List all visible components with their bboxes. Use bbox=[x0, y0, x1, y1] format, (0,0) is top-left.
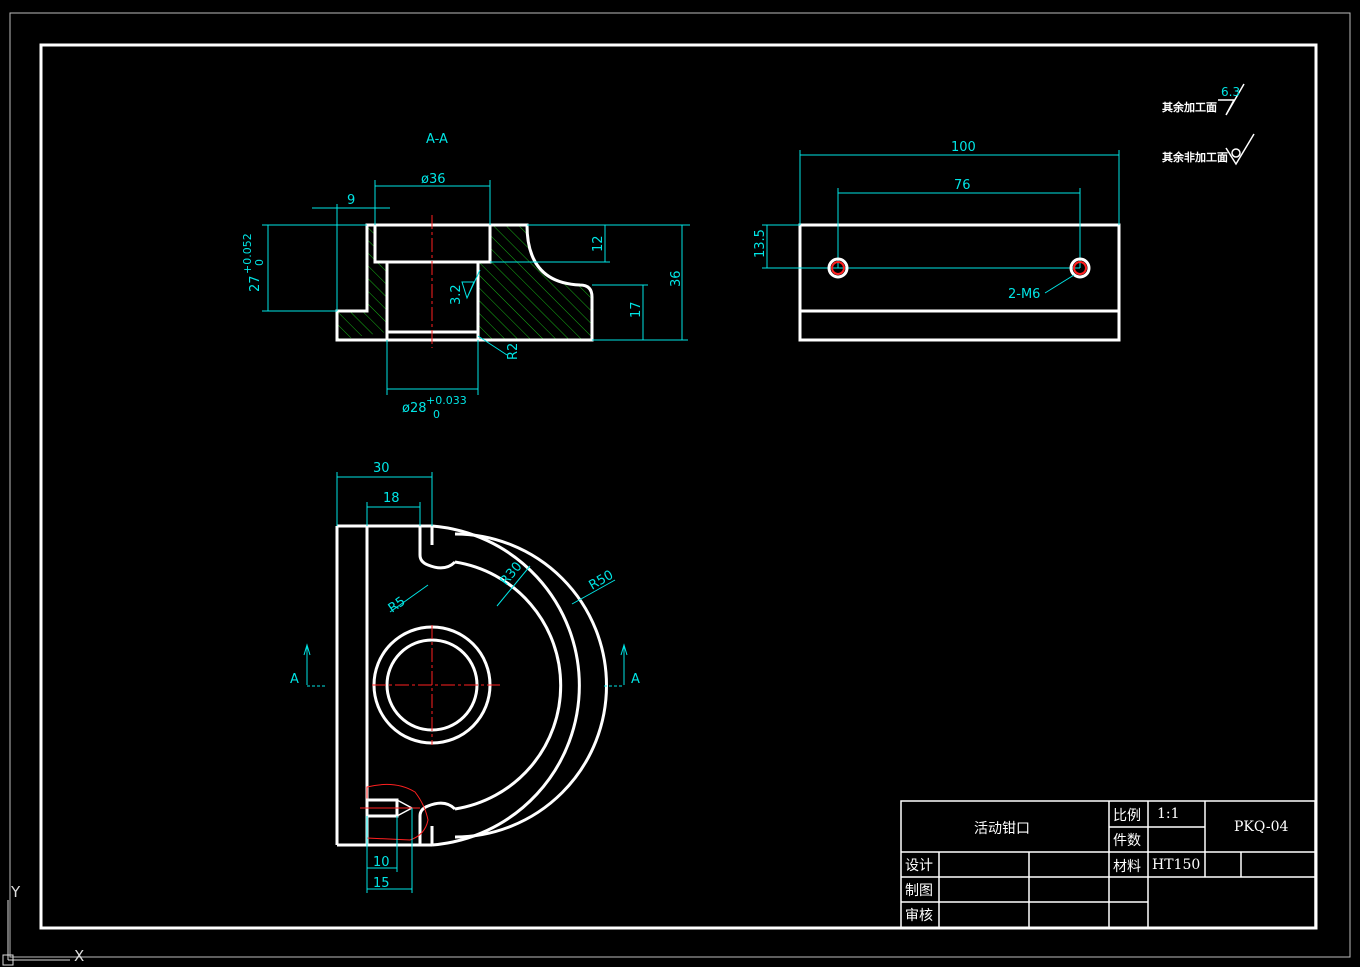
dim-27-tol: 27 +0.052 0 bbox=[241, 233, 266, 292]
svg-text:ø28: ø28 bbox=[402, 401, 427, 416]
svg-text:0: 0 bbox=[253, 259, 266, 266]
hole-left bbox=[827, 257, 849, 279]
sheet-border bbox=[9, 12, 1351, 958]
dim-15: 15 bbox=[373, 876, 390, 891]
dim-17: 17 bbox=[629, 301, 644, 318]
dim-10: 10 bbox=[373, 855, 390, 870]
title-block: 活动钳口 比例 1:1 件数 材料 HT150 PKQ-04 设计 制图 审核 bbox=[900, 800, 1316, 929]
part-name: 活动钳口 bbox=[974, 821, 1030, 837]
svg-text:+0.033: +0.033 bbox=[426, 394, 467, 407]
dim-30: 30 bbox=[373, 461, 390, 476]
surface-notes: 其余加工面 6.3 其余非加工面 bbox=[1162, 83, 1255, 166]
scale-label: 比例 bbox=[1113, 808, 1141, 824]
material-value: HT150 bbox=[1152, 857, 1200, 873]
ucs-y: Y bbox=[10, 883, 21, 901]
hole-callout: 2-M6 bbox=[1008, 287, 1040, 302]
drawing-number: PKQ-04 bbox=[1234, 819, 1289, 835]
drawing-frame bbox=[39, 43, 1318, 930]
cut-a-right: A bbox=[631, 672, 640, 687]
material-label: 材料 bbox=[1113, 859, 1141, 875]
qty-label: 件数 bbox=[1113, 833, 1141, 849]
top-view: 100 76 13.5 2-M6 bbox=[753, 140, 1121, 342]
dim-r2: R2 bbox=[506, 343, 521, 360]
svg-text:+0.052: +0.052 bbox=[241, 233, 254, 274]
note-rest-unmachined: 其余非加工面 bbox=[1162, 150, 1228, 164]
draw-label: 制图 bbox=[905, 883, 933, 899]
dim-18: 18 bbox=[383, 491, 400, 506]
ucs-x: X bbox=[74, 947, 84, 965]
note-roughness-value: 6.3 bbox=[1221, 85, 1240, 99]
dim-36: 36 bbox=[669, 270, 684, 287]
surface-3-2: 3.2 bbox=[449, 284, 464, 305]
dim-9: 9 bbox=[347, 193, 355, 208]
dim-76: 76 bbox=[954, 178, 971, 193]
arc-r30 bbox=[454, 560, 563, 811]
section-view-a-a: A-A ø36 9 27 +0.052 0 12 36 17 3. bbox=[241, 132, 690, 421]
dim-13-5: 13.5 bbox=[753, 229, 768, 258]
ucs-icon: Y X bbox=[2, 883, 84, 966]
plan-view: 30 18 R5 R30 R50 A A 10 15 bbox=[290, 461, 640, 893]
scale-value: 1:1 bbox=[1157, 806, 1180, 822]
design-label: 设计 bbox=[905, 858, 933, 874]
top-view-body bbox=[798, 223, 1121, 342]
dim-dia28-tol: ø28 +0.033 0 bbox=[402, 394, 467, 421]
note-rest-machined: 其余加工面 bbox=[1162, 100, 1217, 114]
dim-12: 12 bbox=[591, 235, 606, 252]
review-label: 审核 bbox=[905, 908, 933, 924]
hatch-right bbox=[478, 225, 592, 340]
dim-dia36: ø36 bbox=[421, 172, 446, 187]
svg-text:0: 0 bbox=[433, 408, 440, 421]
hatch-left bbox=[337, 225, 387, 340]
outer-arc-r50 bbox=[431, 524, 581, 847]
dim-100: 100 bbox=[951, 140, 976, 155]
svg-text:27: 27 bbox=[248, 275, 263, 292]
dim-r5: R5 bbox=[386, 594, 409, 616]
cut-a-left: A bbox=[290, 672, 299, 687]
local-section bbox=[366, 783, 429, 841]
hole-right bbox=[1069, 257, 1091, 279]
dim-r50: R50 bbox=[587, 568, 617, 594]
section-label: A-A bbox=[426, 132, 448, 147]
